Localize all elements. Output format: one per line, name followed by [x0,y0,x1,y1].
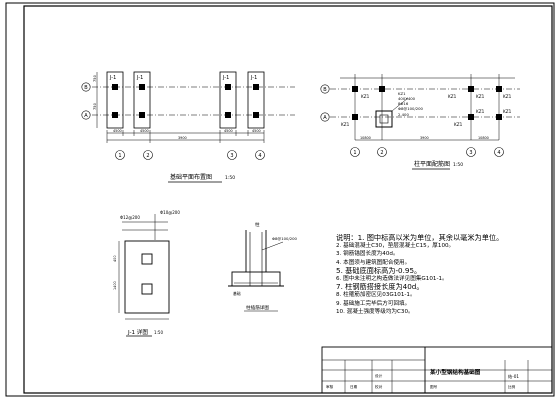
plan-title: 基础平面布置图 [170,173,212,181]
dim-text: 4500 [252,129,261,133]
title-cell: 设计 [375,373,383,378]
dim-text: 10800 [478,136,489,140]
callout-line: 400X400 [398,96,416,101]
plan-scale: 1:50 [453,162,463,168]
title-cell: 日期 [350,384,358,389]
section-label: 柱 [255,221,260,228]
note-line: 6. 图中未注明之构造做法详见图集G101-1。 [336,276,448,283]
axis-number: 4 [497,150,500,156]
footing-pad [133,71,151,129]
note-line: 3. 钢筋锚固长度为40d。 [336,251,399,258]
axis-number: 1 [118,153,121,159]
section-label: Φ8@100/200 [272,236,298,241]
axis-number: 3 [469,150,472,156]
dim-text: 4500 [224,129,233,133]
dim-text: 4500 [140,129,149,133]
axis-letter: B [84,85,88,91]
callout-line: 8Φ16 [398,101,409,106]
footing-outline [124,240,170,314]
column-tag: KZ1 [454,122,463,127]
dowel-section: 柱 Φ8@100/200 基础 柱插筋详图 [228,221,298,312]
dim-text: 3900 [420,136,429,140]
callout-line: Φ8@100/200 [398,106,424,111]
column-square [141,283,153,295]
detail-title: 柱插筋详图 [246,304,269,311]
axis-letter: A [84,113,88,119]
axis-number: 3 [230,153,233,159]
column-tag: KZ1 [503,94,512,99]
column-square [141,253,153,265]
title-block: 某小型钢结构基础图 结-01 设计 校对 审核 日期 图号 比例 [321,346,553,394]
axis-number: 2 [146,153,149,159]
footing-detail: Φ12@200 Φ10@200 400 1400 J-1 详图 1:50 [113,210,180,337]
note-line: 9. 基础施工完毕后方可回填。 [336,300,411,307]
note-line: 8. 柱箍筋加密区见03G101-1。 [336,292,416,299]
note-line: 7. 柱钢筋搭接长度为40d。 [336,283,424,292]
side-dim: 750 [93,74,97,82]
axis-number: 2 [380,150,383,156]
dim-text: 400 [113,256,117,262]
title-cell: 比例 [508,384,516,389]
dim-text: 4500 [113,129,122,133]
title-cell: 审核 [326,384,334,389]
column-tag: KZ1 [503,109,512,114]
outer-border [5,2,555,397]
column-tag: KZ1 [361,94,370,99]
footing-pad [106,71,124,129]
title-cell: 图号 [430,384,438,389]
note-line: 说明：1. 图中标高以米为单位，其余以毫米为单位。 [336,234,504,242]
column-tag: KZ1 [341,122,350,127]
axis-letter: B [323,87,327,93]
note-line: 5. 基础底面标高为-0.95。 [336,266,422,275]
footing-label: J-1 [109,75,116,81]
inner-border [23,5,553,394]
column-section-box [375,110,393,128]
rebar-label: Φ10@200 [160,210,180,215]
column-tag: KZ1 [476,109,485,114]
general-notes: 说明：1. 图中标高以米为单位，其余以毫米为单位。 2. 基础混凝土C30，垫层… [336,234,556,316]
note-line: 4. 本图须与建筑图配合使用。 [336,259,411,266]
axis-letter: A [323,115,327,121]
side-dim: 750 [93,102,97,110]
footing-label: J-1 [222,75,229,81]
project-name: 某小型钢结构基础图 [430,368,481,376]
column-plan: KZ1 400X400 8Φ16 Φ8@100/200 2.400 KZ1 KZ… [320,74,520,170]
section-label: 基础 [233,291,241,296]
footing-label: J-1 [136,75,143,81]
plan-title: 柱平面配筋图 [414,160,450,168]
dim-text: 10800 [360,136,371,140]
pedestal [231,271,281,287]
axis-number: 4 [258,153,261,159]
footing-label: J-1 [250,75,257,81]
callout-line: KZ1 [398,91,406,96]
note-line: 2. 基础混凝土C30，垫层混凝土C15，厚100。 [336,243,455,250]
axis-number: 1 [353,150,356,156]
footing-pad [247,71,265,129]
rebar-label: Φ12@200 [120,215,140,220]
detail-title: J-1 详图 [127,328,148,336]
detail-scale: 1:50 [154,330,163,335]
drawing-number: 结-01 [508,373,519,380]
column-tag: KZ1 [448,94,457,99]
title-cell: 校对 [375,384,383,389]
note-line: 10. 混凝土强度等级均为C30。 [336,308,414,315]
column-tag: KZ1 [476,94,485,99]
plan-scale: 1:50 [225,175,235,181]
foundation-plan: J-1 J-1 J-1 J-1 B A 750 750 4500 4500 39… [81,71,295,183]
dim-text: 1400 [113,281,117,290]
footing-pad [219,71,237,129]
dim-text: 3900 [178,136,187,140]
level-tag: 2.400 [398,112,409,117]
